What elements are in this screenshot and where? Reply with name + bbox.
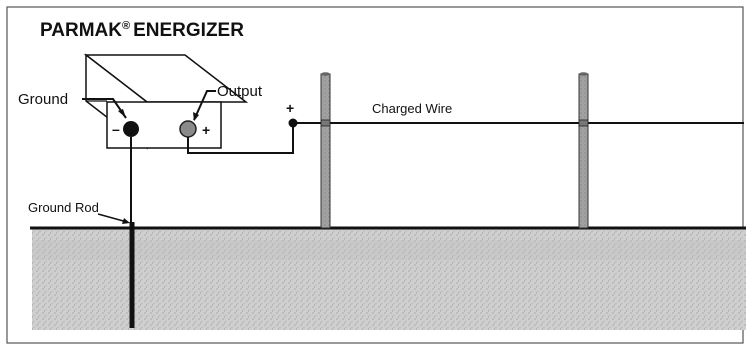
charged-wire-label: Charged Wire xyxy=(372,101,452,116)
ground-rod-label: Ground Rod xyxy=(28,200,99,215)
insulator-1 xyxy=(320,119,331,127)
ground-rod-leader xyxy=(97,213,128,223)
wire-positive-sign: + xyxy=(286,100,294,116)
soil-area xyxy=(32,228,746,330)
diagram-title: PARMAK®ENERGIZER xyxy=(40,20,244,41)
fence-post-2 xyxy=(578,72,589,229)
output-terminal xyxy=(179,120,197,138)
output-leader xyxy=(193,90,216,121)
ground-rod-arrowhead xyxy=(122,218,130,224)
ground-terminal xyxy=(123,121,139,137)
output-label: Output xyxy=(217,83,263,100)
soil-band xyxy=(32,240,746,260)
output-lead-wire xyxy=(187,123,294,154)
ground-arrowhead xyxy=(118,109,126,118)
energizer-box xyxy=(83,53,249,150)
insulator-2 xyxy=(578,119,589,127)
positive-sign: + xyxy=(202,122,210,138)
ground-label: Ground xyxy=(18,91,68,108)
negative-sign: – xyxy=(112,121,120,137)
diagram-frame xyxy=(6,6,744,344)
output-arrowhead xyxy=(193,112,199,121)
fence-post-1 xyxy=(320,72,331,229)
